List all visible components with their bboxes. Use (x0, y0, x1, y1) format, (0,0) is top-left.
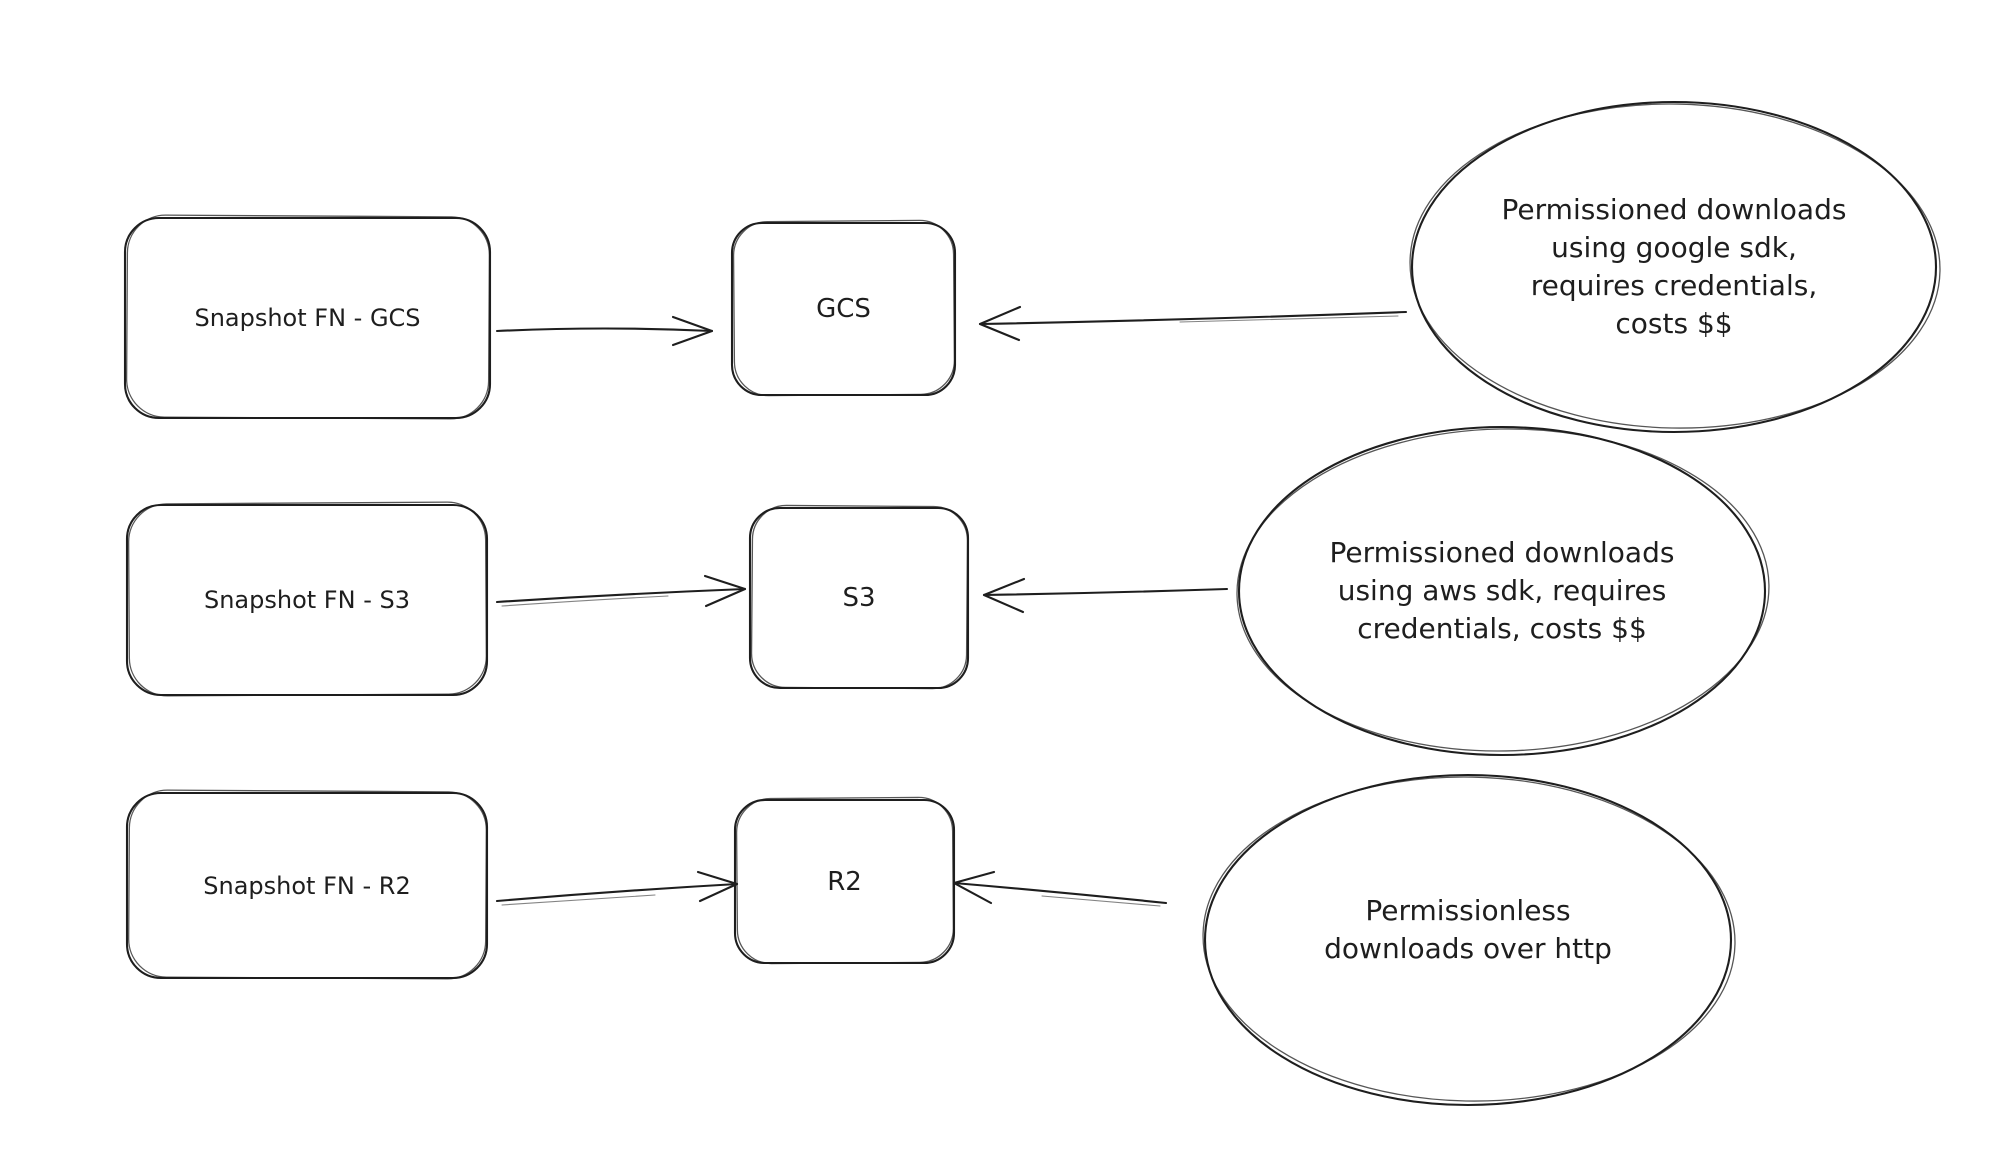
arrow-note-to-r2 (952, 870, 1168, 907)
note-gcs-ellipse (1409, 100, 1941, 434)
node-s3-box (748, 504, 970, 690)
arrow-snapshot-to-r2 (495, 870, 739, 906)
note-s3-ellipse (1236, 425, 1770, 757)
node-gcs-box (730, 219, 957, 397)
node-snapshot-fn-gcs-box (123, 214, 492, 420)
node-snapshot-fn-r2-box (125, 789, 489, 980)
note-r2-ellipse (1202, 773, 1736, 1107)
arrow-note-to-gcs (978, 305, 1408, 342)
arrow-snapshot-to-s3 (495, 574, 747, 608)
node-snapshot-fn-s3-box (125, 501, 489, 697)
arrow-note-to-s3 (982, 577, 1229, 614)
arrow-snapshot-to-gcs (495, 315, 714, 347)
node-r2-box (733, 796, 956, 965)
